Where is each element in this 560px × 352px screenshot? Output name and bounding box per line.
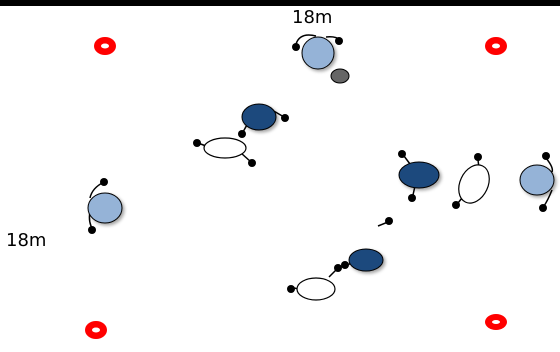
player-white-upper-icon [193, 137, 256, 167]
player-white-lower-icon [287, 264, 342, 301]
cone-top-right-icon [485, 37, 507, 55]
player-white-right-icon [452, 153, 490, 209]
field-width-label: 18m [292, 7, 333, 28]
player-light-blue-top-icon [292, 34, 343, 70]
player-dark-blue-upper-icon [238, 103, 289, 138]
cone-bottom-left-icon [85, 321, 107, 339]
player-light-blue-right-icon [519, 152, 555, 212]
player-dark-blue-lower-icon [341, 217, 393, 272]
player-dark-blue-right-icon [398, 150, 440, 202]
cone-top-left-icon [94, 37, 116, 55]
player-light-blue-left-icon [87, 178, 123, 234]
ball-icon [330, 68, 350, 84]
top-border-bar [0, 0, 560, 6]
field-height-label: 18m [6, 230, 47, 251]
cone-bottom-right-icon [485, 314, 507, 330]
